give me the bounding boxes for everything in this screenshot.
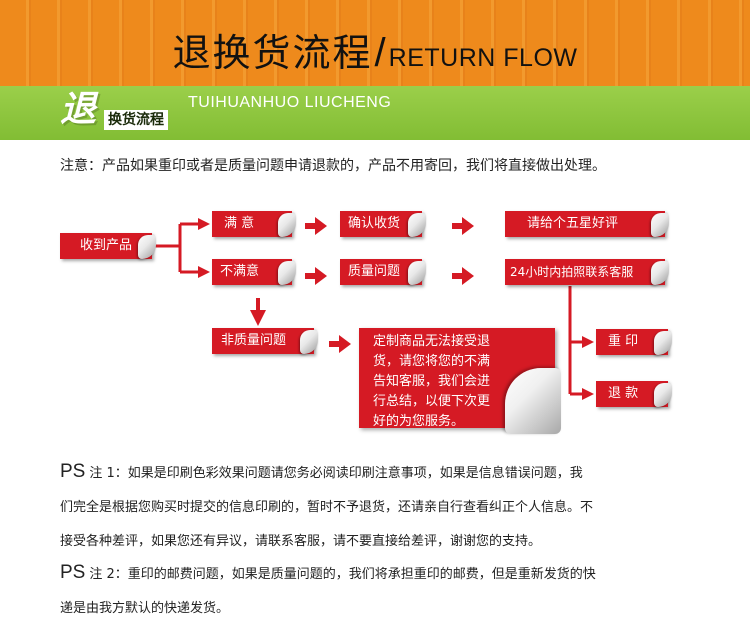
note-1-line: 们完全是根据您购买时提交的信息印刷的，暂时不予退货，还请亲自行查看纠正个人信息。… bbox=[60, 500, 594, 515]
box-refund-label: 退 款 bbox=[608, 386, 639, 401]
right-branch-connector bbox=[568, 286, 594, 400]
box-received-label: 收到产品 bbox=[79, 238, 132, 253]
note-2-line: 递是由我方默认的快递发货。 bbox=[60, 601, 230, 616]
page-curl-icon bbox=[138, 235, 156, 259]
title-cn: 退换货流程 bbox=[172, 31, 373, 75]
box-non-quality-label: 非质量问题 bbox=[221, 333, 287, 348]
note-1-line: 接受各种差评，如果您还有异议，请联系客服，请不要直接给差评，谢谢您的支持。 bbox=[60, 534, 542, 549]
page-curl-icon bbox=[505, 368, 561, 434]
custom-note-line: 定制商品无法接受退 bbox=[373, 334, 491, 349]
box-quality-issue: 质量问题 bbox=[340, 259, 426, 285]
arrow-icon bbox=[452, 267, 474, 285]
box-quality-issue-label: 质量问题 bbox=[348, 264, 401, 279]
arrow-icon bbox=[305, 217, 327, 235]
page-curl-icon bbox=[651, 213, 669, 237]
page-curl-icon bbox=[278, 213, 296, 237]
page-curl-icon bbox=[300, 330, 318, 354]
box-confirm-receipt: 确认收货 bbox=[340, 211, 426, 237]
box-unsatisfied: 不满意 bbox=[212, 259, 296, 285]
page-curl-icon bbox=[654, 331, 672, 355]
ps-tag: PS bbox=[60, 562, 86, 583]
page-curl-icon bbox=[408, 261, 426, 285]
custom-note-line: 行总结，以便下次更 bbox=[373, 394, 491, 409]
custom-note-line: 好的为您服务。 bbox=[373, 414, 465, 429]
page-curl-icon bbox=[651, 261, 669, 285]
box-non-quality: 非质量问题 bbox=[212, 328, 318, 354]
box-contact-service: 24小时内拍照联系客服 bbox=[505, 259, 669, 285]
branch-connector bbox=[152, 218, 210, 278]
page-title: 退换货流程/RETURN FLOW bbox=[0, 30, 750, 81]
box-five-star: 请给个五星好评 bbox=[505, 211, 669, 237]
custom-note-line: 货，请您将您的不满 bbox=[373, 354, 491, 369]
page-curl-icon bbox=[654, 383, 672, 407]
note-1-line: 注 1：如果是印刷色彩效果问题请您务必阅读印刷注意事项，如果是信息错误问题，我 bbox=[89, 466, 583, 481]
band-subtitle: 换货流程 bbox=[104, 110, 168, 130]
arrow-icon bbox=[452, 217, 474, 235]
box-satisfied: 满 意 bbox=[212, 211, 296, 237]
box-unsatisfied-label: 不满意 bbox=[220, 264, 260, 279]
box-reprint-label: 重 印 bbox=[608, 334, 639, 349]
box-confirm-receipt-label: 确认收货 bbox=[348, 216, 401, 231]
notice-text: 注意：产品如果重印或者是质量问题申请退款的，产品不用寄回，我们将直接做出处理。 bbox=[60, 158, 606, 174]
header-band bbox=[0, 0, 750, 86]
title-en: RETURN FLOW bbox=[388, 44, 578, 72]
note-2-line: 注 2：重印的邮费问题，如果是质量问题的，我们将承担重印的邮费，但是重新发货的快 bbox=[89, 567, 596, 582]
ps-tag: PS bbox=[60, 461, 86, 482]
custom-note-line: 告知客服，我们会进 bbox=[373, 374, 491, 389]
page-curl-icon bbox=[278, 261, 296, 285]
box-refund: 退 款 bbox=[596, 381, 672, 407]
box-satisfied-label: 满 意 bbox=[224, 216, 255, 231]
title-slash: / bbox=[374, 31, 386, 75]
band-big-char: 退 bbox=[60, 89, 97, 130]
box-contact-service-label: 24小时内拍照联系客服 bbox=[510, 265, 634, 279]
band-pinyin: TUIHUANHUO LIUCHENG bbox=[188, 94, 392, 111]
custom-note-box: 定制商品无法接受退 货，请您将您的不满 告知客服，我们会进 行总结，以便下次更 … bbox=[359, 328, 561, 434]
arrow-icon bbox=[305, 267, 327, 285]
box-received: 收到产品 bbox=[60, 233, 156, 259]
page-curl-icon bbox=[408, 213, 426, 237]
box-reprint: 重 印 bbox=[596, 329, 672, 355]
arrow-icon bbox=[329, 335, 351, 353]
box-five-star-label: 请给个五星好评 bbox=[527, 216, 619, 231]
